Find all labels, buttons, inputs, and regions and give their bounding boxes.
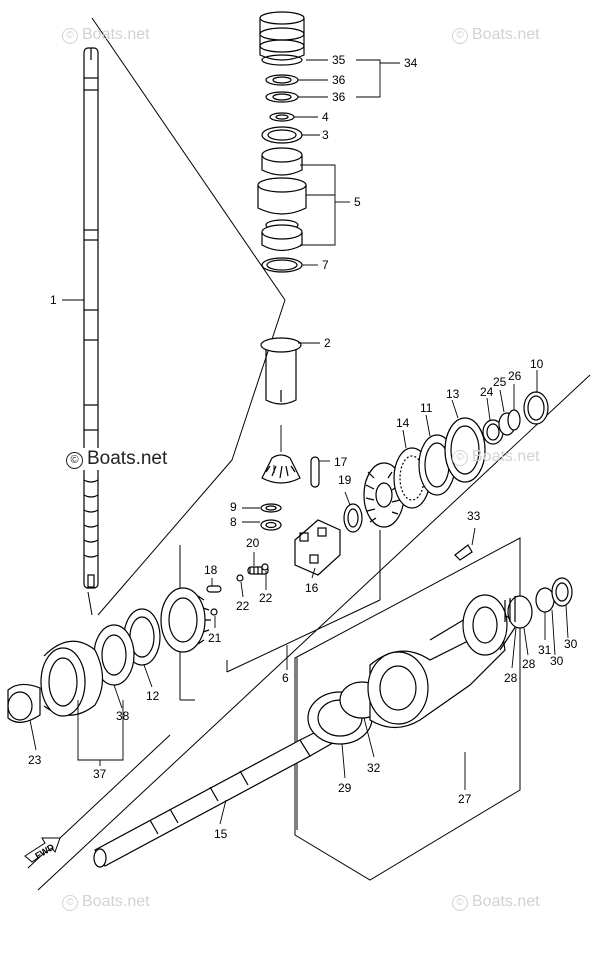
callout-11: 11	[420, 401, 433, 415]
callout-30b: 30	[550, 654, 564, 668]
watermark-center-right: ©Boats.net	[452, 448, 540, 466]
callout-2: 2	[324, 336, 331, 350]
bearing-housing-part	[7, 640, 104, 723]
clutch-part	[294, 503, 363, 576]
callout-33: 33	[467, 509, 481, 523]
callout-labels: 1 2 3 4 5 6 7 8 9 10 11 12 13 14 15 16 1…	[28, 53, 578, 841]
fwd-arrow-icon	[24, 837, 61, 863]
pinion-gear-part	[260, 454, 320, 531]
copyright-icon: ©	[452, 450, 468, 466]
watermark-text: Boats.net	[82, 893, 150, 910]
upper-bearing-stack	[257, 11, 307, 273]
callout-10: 10	[530, 357, 544, 371]
callout-9: 9	[230, 500, 237, 514]
callout-4: 4	[322, 110, 329, 124]
copyright-icon: ©	[66, 452, 83, 469]
callout-1: 1	[50, 293, 57, 307]
callout-22b: 22	[259, 591, 273, 605]
callout-16: 16	[305, 581, 319, 595]
copyright-icon: ©	[62, 28, 78, 44]
callout-14: 14	[396, 416, 410, 430]
callout-30a: 30	[564, 637, 578, 651]
watermark-text: Boats.net	[472, 893, 540, 910]
callout-15: 15	[214, 827, 228, 841]
callout-7: 7	[322, 258, 329, 272]
reverse-gear-part	[93, 587, 211, 686]
callout-17: 17	[334, 455, 348, 469]
callout-8: 8	[230, 515, 237, 529]
callout-24: 24	[480, 385, 494, 399]
callout-20: 20	[246, 536, 260, 550]
callout-28a: 28	[504, 671, 518, 685]
watermark-text: Boats.net	[82, 26, 150, 43]
callout-32: 32	[367, 761, 381, 775]
callout-26: 26	[508, 369, 522, 383]
callout-37: 37	[93, 767, 107, 781]
callout-34: 34	[404, 56, 418, 70]
watermark-bottom-left: ©Boats.net	[62, 893, 150, 911]
callout-31: 31	[538, 643, 552, 657]
callout-27: 27	[458, 792, 472, 806]
copyright-icon: ©	[62, 895, 78, 911]
callout-21: 21	[208, 631, 222, 645]
propeller-shaft-part	[93, 724, 339, 868]
watermark-bottom-right: ©Boats.net	[452, 893, 540, 911]
watermark-text: Boats.net	[87, 448, 168, 469]
callout-5: 5	[354, 195, 361, 209]
watermark-center-left: ©Boats.net	[64, 448, 170, 470]
callout-29: 29	[338, 781, 352, 795]
callout-25: 25	[493, 375, 507, 389]
watermark-top-right: ©Boats.net	[452, 26, 540, 44]
callout-18: 18	[204, 563, 218, 577]
callout-35: 35	[332, 53, 346, 67]
copyright-icon: ©	[452, 28, 468, 44]
callout-23: 23	[28, 753, 42, 767]
thrust-washers	[393, 391, 549, 509]
pins-part	[206, 563, 269, 616]
callout-22a: 22	[236, 599, 250, 613]
driveshaft-part	[83, 47, 99, 589]
watermark-text: Boats.net	[472, 26, 540, 43]
callout-leaders	[29, 59, 569, 825]
sleeve-part	[260, 337, 302, 405]
callout-3: 3	[322, 128, 329, 142]
watermark-text: Boats.net	[472, 448, 540, 465]
copyright-icon: ©	[452, 895, 468, 911]
callout-19: 19	[338, 473, 352, 487]
callout-6: 6	[282, 671, 289, 685]
callout-13: 13	[446, 387, 460, 401]
watermark-top-left: ©Boats.net	[62, 26, 150, 44]
propeller-shaft-housing-part	[307, 544, 573, 745]
callout-12: 12	[146, 689, 160, 703]
callout-38: 38	[116, 709, 130, 723]
callout-28b: 28	[522, 657, 536, 671]
callout-36a: 36	[332, 73, 346, 87]
callout-36b: 36	[332, 90, 346, 104]
